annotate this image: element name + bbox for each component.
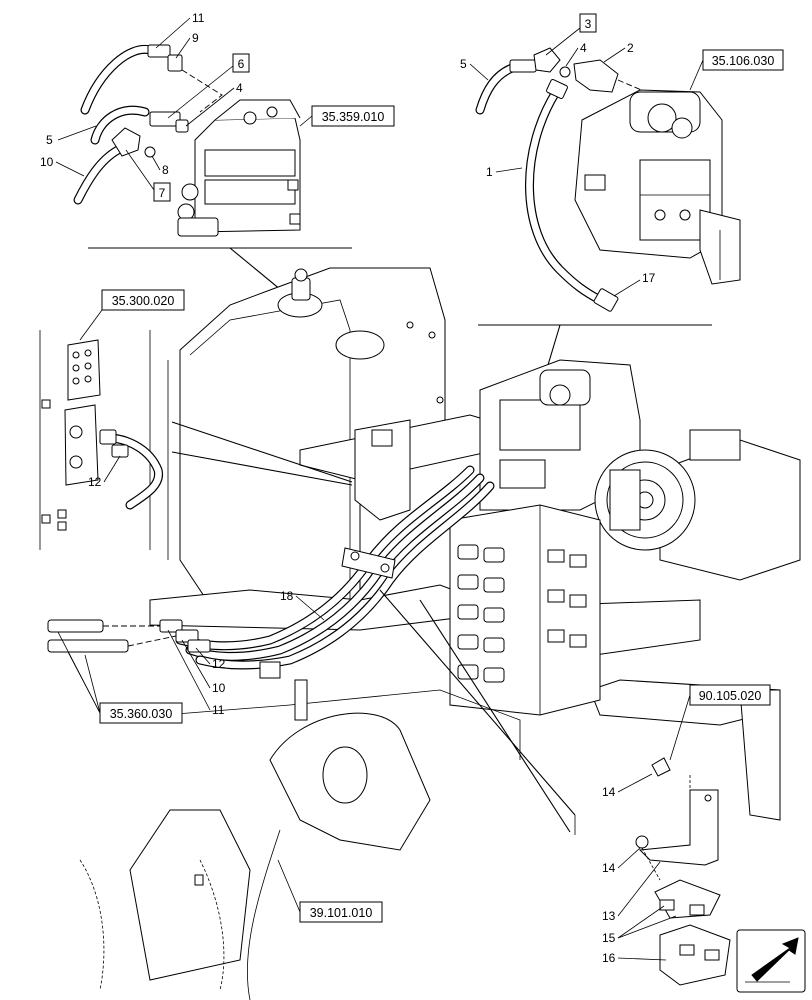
chassis-lower [79,661,521,1000]
callout-12[interactable]: 12 [212,657,226,671]
inset-left-panel [41,339,353,560]
callouts: 11 9 5 4 10 8 5 4 2 1 17 12 18 12 10 11 … [40,11,677,965]
o-ring-8 [144,146,156,158]
callout-10[interactable]: 10 [40,155,54,169]
reference-box-35-359-010[interactable]: 35.359.010 [311,105,395,127]
reference-box-39-101-010[interactable]: 39.101.010 [299,901,383,923]
elbow-2 [573,59,619,93]
callout-8[interactable]: 8 [162,163,169,177]
callout-5[interactable]: 5 [46,133,53,147]
elbow-3 [533,47,561,73]
o-ring-4 [559,66,571,78]
screw-14-lower [635,835,649,849]
boxed-callout-6[interactable]: 6 [232,53,250,73]
hoses-18 [175,465,495,670]
reference-box-35-300-020[interactable]: 35.300.020 [101,289,185,311]
pipe-ends-left [47,619,211,653]
screw-14-upper [651,757,671,777]
valve-block-top [177,99,301,237]
ref-text: 90.105.020 [699,689,762,703]
callout-text: 6 [238,57,245,71]
callout-text: 3 [585,17,592,31]
callout-14[interactable]: 14 [602,861,616,875]
callout-2[interactable]: 2 [627,41,634,55]
fitting-17 [593,288,619,312]
direction-arrow-icon [736,929,806,993]
callout-18[interactable]: 18 [280,589,294,603]
ref-text: 35.360.030 [110,707,173,721]
reference-box-35-106-030[interactable]: 35.106.030 [702,49,784,71]
main-machine-view [39,247,801,1000]
callout-text: 7 [159,186,166,200]
plate-16 [659,924,731,986]
fitting-9 [147,44,171,58]
ref-text: 35.106.030 [712,54,775,68]
clamp-15 [654,879,721,919]
callout-5[interactable]: 5 [460,57,467,71]
control-valve-stack [449,504,601,716]
callout-17[interactable]: 17 [642,271,656,285]
callout-11[interactable]: 11 [192,11,205,25]
fitting-6 [149,111,181,127]
main-pump [479,359,696,551]
callout-1[interactable]: 1 [486,165,493,179]
inset-valve-fittings [73,44,313,237]
reference-box-90-105-020[interactable]: 90.105.020 [689,684,771,706]
callout-16[interactable]: 16 [602,951,616,965]
pump-assembly [574,89,741,285]
elbow-7 [111,127,141,157]
callout-14[interactable]: 14 [602,785,616,799]
callout-4[interactable]: 4 [580,41,587,55]
ref-text: 35.300.020 [112,294,175,308]
inset-bracket [635,757,731,986]
callout-13[interactable]: 13 [602,909,616,923]
bracket-13 [638,789,719,866]
callout-12[interactable]: 12 [88,475,102,489]
ref-text: 39.101.010 [310,906,373,920]
boxed-callout-7[interactable]: 7 [153,182,171,202]
reference-box-35-360-030[interactable]: 35.360.030 [99,702,183,724]
callout-15[interactable]: 15 [602,931,616,945]
callout-11[interactable]: 11 [212,703,225,717]
inset-pump-hose [475,47,741,312]
callout-10[interactable]: 10 [212,681,226,695]
boxed-callout-3[interactable]: 3 [579,13,597,33]
callout-9[interactable]: 9 [192,31,199,45]
ref-text: 35.359.010 [322,110,385,124]
callout-4[interactable]: 4 [236,81,243,95]
